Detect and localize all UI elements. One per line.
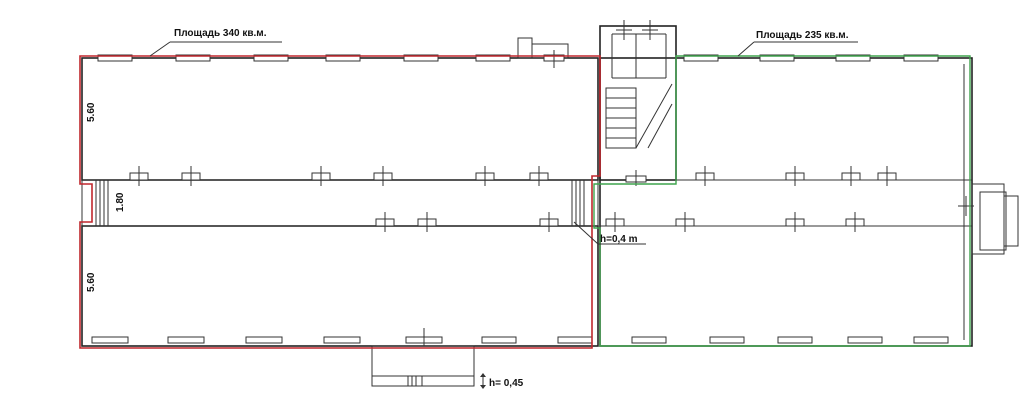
corridor-lower-partition	[375, 212, 865, 232]
area-right-label: Площадь 235 кв.м.	[756, 30, 849, 41]
corridor-steps-right	[571, 179, 585, 227]
hall-top-left	[81, 57, 599, 181]
windows-top	[97, 50, 939, 68]
ramp-height-label: h=0,4 m	[600, 234, 638, 245]
right-annex	[958, 183, 1019, 255]
area-left-boundary	[79, 55, 601, 349]
area-right-boundary	[593, 55, 971, 347]
hall-bottom-left	[81, 225, 599, 347]
leaders	[149, 41, 858, 389]
dimension-bottom-hall: 5.60	[86, 272, 97, 292]
corridor-left	[81, 179, 599, 227]
dimension-corridor: 1.80	[115, 192, 126, 212]
hall-right	[599, 57, 973, 347]
area-right-outline	[593, 55, 971, 347]
entrance-porch	[371, 345, 475, 387]
stair-block	[599, 20, 677, 186]
stair-outline	[599, 25, 677, 181]
stair-treads	[605, 83, 673, 149]
area-left-outline	[79, 55, 601, 349]
building-walls	[81, 57, 973, 347]
corridor-steps-left	[95, 179, 109, 227]
windows-bottom	[91, 328, 949, 346]
dimension-top-hall: 5.60	[86, 102, 97, 122]
corridor-upper-partition	[129, 166, 897, 186]
steps-height-label: h= 0,45	[489, 378, 524, 389]
area-left-label: Площадь 340 кв.м.	[174, 28, 267, 39]
